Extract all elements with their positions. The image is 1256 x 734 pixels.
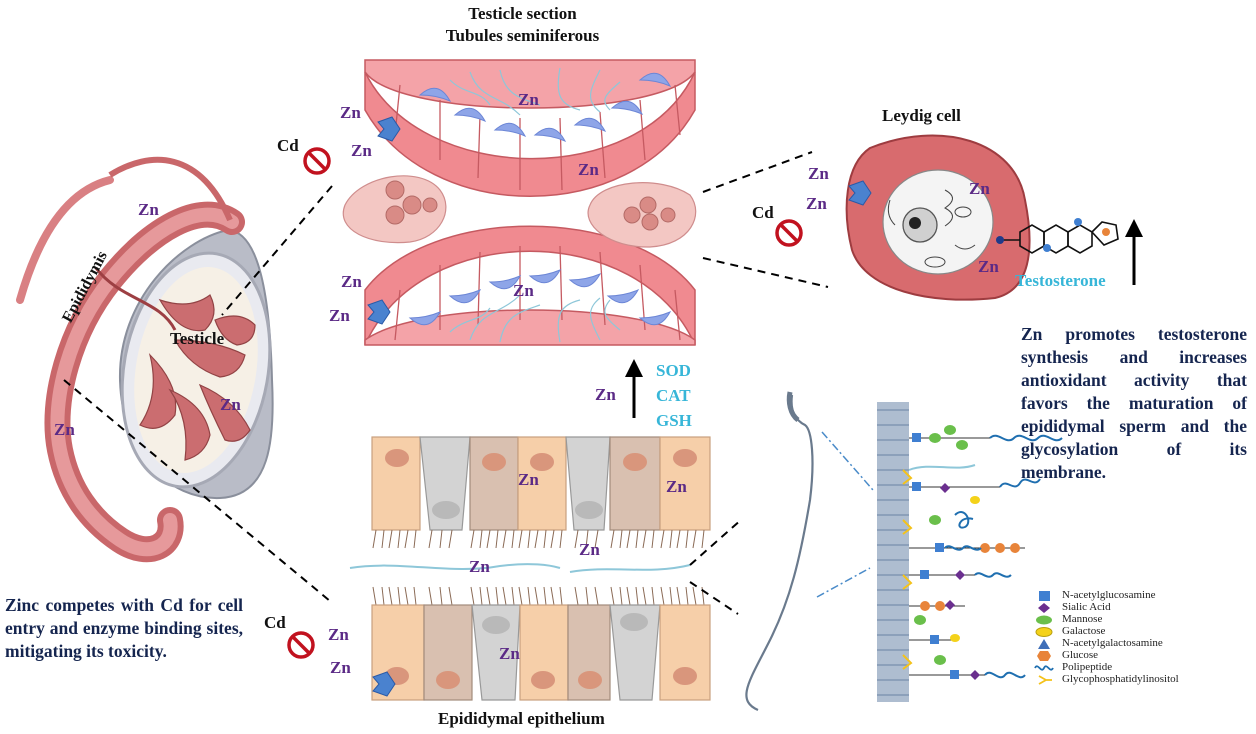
zn-label: Zn (220, 395, 241, 414)
legend-label: Galactose (1062, 625, 1106, 637)
zn-label: Zn (978, 257, 999, 276)
zn-label: Zn (518, 470, 539, 489)
mannose-icon (1036, 615, 1052, 625)
zn-label: Zn (340, 103, 361, 122)
enzyme-gsh: GSH (656, 411, 692, 430)
legend-label: N-acetylglucosamine (1062, 589, 1156, 601)
zn-label: Zn (499, 644, 520, 663)
summary-text-left: Zinc competes with Cd for cell entry and… (5, 595, 243, 661)
zn-label: Zn (329, 306, 350, 325)
zinc-transporters (367, 116, 872, 697)
zn-label: Zn (351, 141, 372, 160)
cd-label-testicle: Cd (277, 136, 299, 155)
summary-text-right: Zn promotes testosterone synthesis and i… (1021, 324, 1247, 482)
legend-label: Sialic Acid (1062, 601, 1111, 613)
legend-label: Polipeptide (1062, 661, 1113, 673)
zn-label: Zn (969, 179, 990, 198)
epididymal-epithelium-title: Epididymal epithelium (438, 709, 605, 728)
zn-label: Zn (341, 272, 362, 291)
connector-lines (63, 151, 829, 615)
inhibition-signs (287, 147, 803, 659)
legend-label: Mannose (1062, 613, 1103, 625)
zn-label: Zn (579, 540, 600, 559)
tubules-title: Tubules seminiferous (445, 26, 600, 45)
sperm-membrane-illustration (745, 391, 1063, 712)
zn-label: Zn (330, 658, 351, 677)
testosterone-label: Testosterone (1015, 271, 1106, 290)
galactose-icon (1035, 627, 1053, 637)
zn-label: Zn (578, 160, 599, 179)
tubules-illustration (342, 59, 697, 346)
zn-label: Zn (513, 281, 534, 300)
zn-label: Zn (806, 194, 827, 213)
zn-label: Zn (54, 420, 75, 439)
leydig-cell-title: Leydig cell (882, 106, 961, 125)
leydig-cell-illustration (845, 134, 1119, 301)
zn-label: Zn (666, 477, 687, 496)
sialic-acid-icon (1038, 603, 1050, 613)
legend-label: N-acetylgalactosamine (1062, 637, 1163, 649)
epithelium-illustration (349, 436, 711, 701)
legend-label: Glucose (1062, 649, 1099, 661)
zn-label: Zn (469, 557, 490, 576)
cd-label-leydig: Cd (752, 203, 774, 222)
gpi-icon (1038, 675, 1052, 685)
testis-illustration (16, 156, 274, 563)
testicle-label: Testicle (170, 329, 225, 348)
n-acetylglucosamine-icon (1039, 591, 1050, 601)
cd-label-epithelium: Cd (264, 613, 286, 632)
zn-label: Zn (518, 90, 539, 109)
enzyme-cat: CAT (656, 386, 691, 405)
zn-label: Zn (328, 625, 349, 644)
zn-label: Zn (595, 385, 616, 404)
n-acetylgalactosamine-icon (1038, 639, 1050, 649)
polipeptide-icon (1034, 665, 1054, 671)
enzyme-sod: SOD (656, 361, 691, 380)
zn-label: Zn (808, 164, 829, 183)
glucose-icon (1037, 651, 1051, 661)
legend-label: Glycophosphatidylinositol (1062, 673, 1179, 685)
testicle-section-title: Testicle section (468, 4, 577, 23)
zn-label: Zn (138, 200, 159, 219)
